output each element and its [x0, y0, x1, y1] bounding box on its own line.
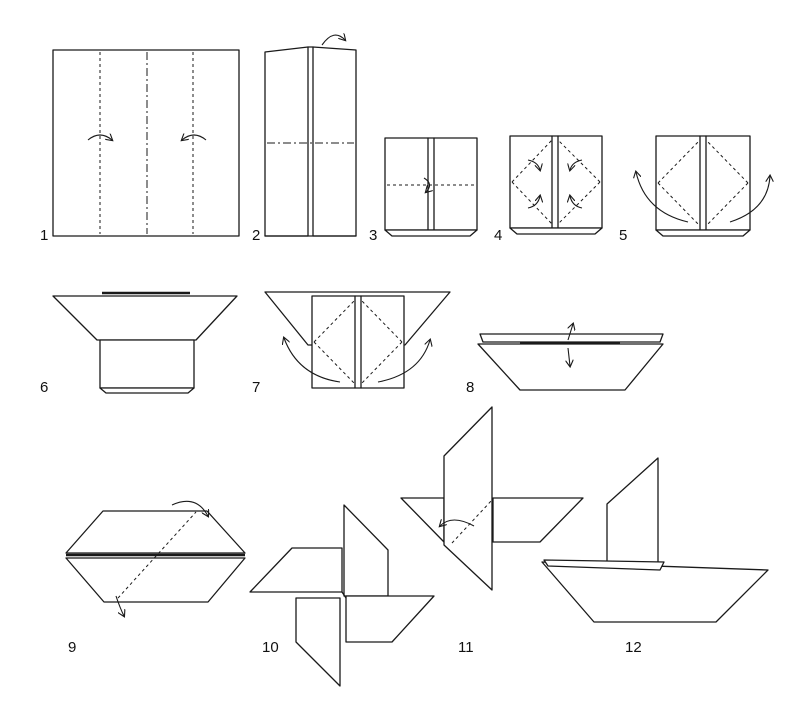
step-8-figure — [477, 324, 664, 391]
fold-arrow-icon — [423, 177, 430, 192]
step-7-figure — [264, 291, 451, 389]
fold-arrow-icon — [570, 196, 583, 209]
fold-arrow-icon — [440, 520, 475, 526]
step-6-figure — [52, 291, 238, 394]
step-number-10: 10 — [262, 639, 279, 656]
step-number-3: 3 — [369, 227, 377, 244]
step-4-figure — [509, 135, 603, 235]
fold-arrow-icon — [527, 196, 540, 209]
fold-arrow-icon — [636, 172, 689, 223]
step-number-8: 8 — [466, 379, 474, 396]
fold-arrow-icon — [87, 135, 112, 140]
step-number-12: 12 — [625, 639, 642, 656]
fold-arrow-icon — [182, 135, 207, 140]
step-number-7: 7 — [252, 379, 260, 396]
fold-arrow-icon — [115, 595, 124, 616]
step-12-figure — [541, 457, 769, 623]
step-3-figure — [384, 137, 478, 237]
step-number-1: 1 — [40, 227, 48, 244]
step-5-figure — [636, 135, 770, 237]
fold-arrow-icon — [284, 338, 341, 383]
step-number-6: 6 — [40, 379, 48, 396]
step-10-figure — [249, 504, 435, 687]
fold-arrow-icon — [570, 159, 583, 170]
step-number-9: 9 — [68, 639, 76, 656]
step-9-figure — [65, 500, 246, 616]
fold-arrow-icon — [377, 340, 430, 383]
step-number-4: 4 — [494, 227, 502, 244]
step-number-11: 11 — [458, 639, 474, 656]
step-number-5: 5 — [619, 227, 627, 244]
step-1-figure — [52, 49, 240, 237]
step-number-2: 2 — [252, 227, 260, 244]
step-11-figure — [400, 406, 584, 591]
step-2-figure — [264, 35, 357, 237]
fold-arrow-icon — [568, 324, 573, 341]
fold-arrow-icon — [171, 500, 208, 516]
fold-arrow-icon — [527, 159, 540, 170]
fold-arrow-icon — [568, 347, 570, 366]
fold-arrow-icon — [729, 176, 770, 223]
fold-arrow-icon — [321, 35, 345, 46]
